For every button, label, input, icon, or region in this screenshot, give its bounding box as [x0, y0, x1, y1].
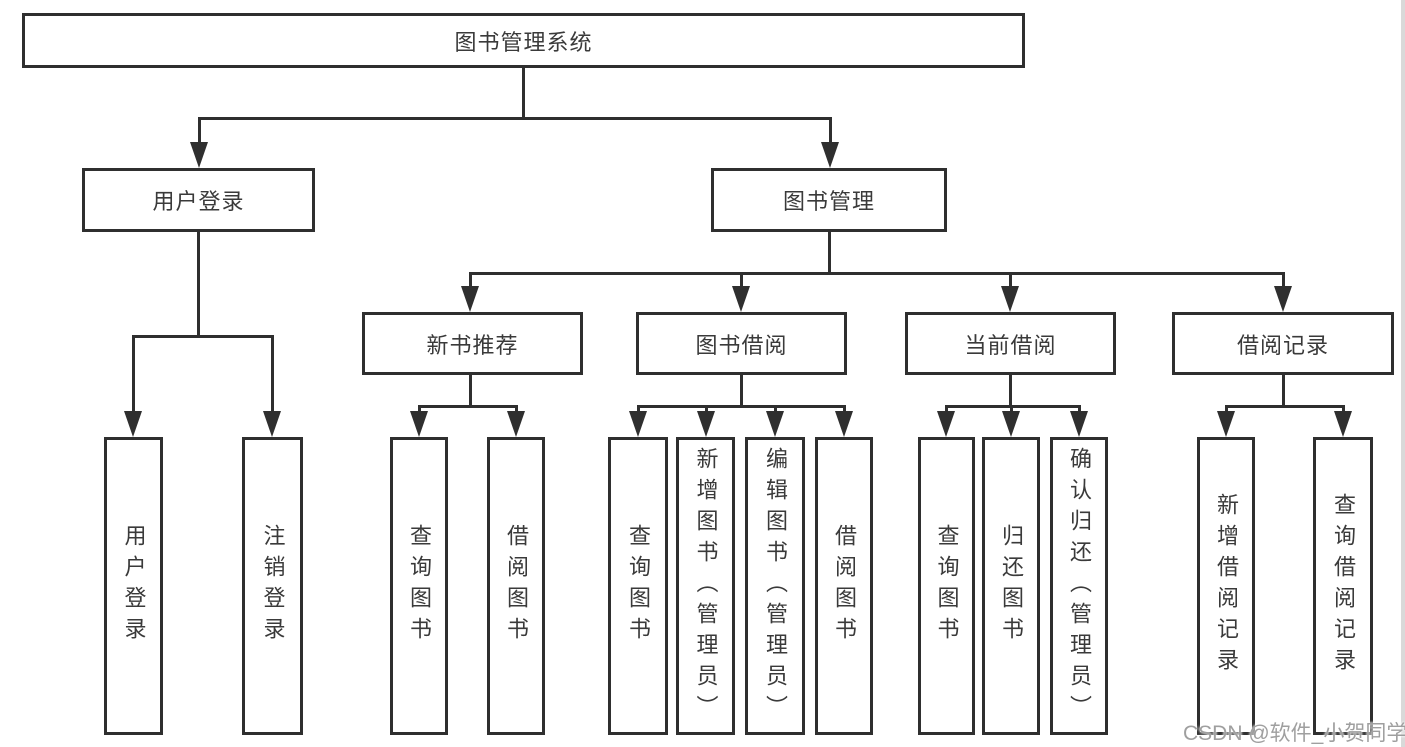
leaf-newbook-borrow: 借阅图书 — [487, 437, 545, 735]
connector-stem — [773, 405, 777, 415]
node-label: 借阅图书 — [832, 524, 857, 648]
leaf-newbook-query: 查询图书 — [390, 437, 448, 735]
connector-stem — [944, 405, 948, 415]
right-edge-strip — [1401, 0, 1405, 747]
connector-stem — [196, 232, 200, 338]
node-book-management: 图书管理 — [711, 168, 947, 232]
node-book-borrow: 图书借阅 — [636, 312, 847, 375]
node-new-book-recommend: 新书推荐 — [362, 312, 583, 375]
connector-stem — [468, 272, 472, 290]
connector-stem — [1281, 272, 1285, 290]
connector-bus — [468, 272, 1285, 275]
connector-stem — [197, 117, 201, 146]
connector-bus — [417, 405, 518, 408]
connector-bus — [1224, 405, 1345, 408]
connector-stem — [1077, 405, 1081, 415]
node-label: 用户登录 — [152, 189, 245, 214]
connector-stem — [1224, 405, 1228, 415]
arrowhead-down-icon — [507, 411, 525, 437]
connector-stem — [1341, 405, 1345, 415]
connector-stem — [1008, 272, 1012, 290]
connector-stem — [270, 335, 274, 415]
node-label: 图书借阅 — [695, 332, 788, 358]
connector-stem — [1008, 375, 1012, 408]
node-label: 借阅图书 — [504, 524, 529, 648]
connector-bus — [131, 335, 274, 338]
node-label: 查询图书 — [407, 524, 432, 648]
leaf-borrow-edit-admin: 编辑图书（管理员） — [745, 437, 805, 735]
connector-stem — [739, 375, 743, 408]
node-label: 图书管理 — [782, 189, 875, 214]
arrowhead-down-icon — [263, 411, 281, 437]
node-label: 注销登录 — [260, 524, 286, 648]
connector-stem — [827, 232, 831, 275]
arrowhead-down-icon — [1274, 286, 1292, 312]
leaf-current-query: 查询图书 — [918, 437, 975, 735]
arrowhead-down-icon — [937, 411, 955, 437]
connector-bus — [636, 405, 846, 408]
arrowhead-down-icon — [821, 142, 839, 168]
node-label: 新书推荐 — [426, 332, 519, 358]
arrowhead-down-icon — [766, 411, 784, 437]
connector-stem — [514, 405, 518, 415]
leaf-borrow-add-admin: 新增图书（管理员） — [676, 437, 735, 735]
connector-stem — [842, 405, 846, 415]
arrowhead-down-icon — [835, 411, 853, 437]
leaf-current-confirm-admin: 确认归还（管理员） — [1050, 437, 1108, 735]
node-label: 确认归还（管理员） — [1067, 446, 1092, 726]
node-borrow-records: 借阅记录 — [1172, 312, 1394, 375]
arrowhead-down-icon — [1070, 411, 1088, 437]
leaf-current-return: 归还图书 — [982, 437, 1040, 735]
leaf-record-query: 查询借阅记录 — [1313, 437, 1373, 735]
node-label: 借阅记录 — [1236, 332, 1329, 358]
connector-stem — [1009, 405, 1013, 415]
arrowhead-down-icon — [697, 411, 715, 437]
arrowhead-down-icon — [410, 411, 428, 437]
arrowhead-down-icon — [461, 286, 479, 312]
node-label: 图书管理系统 — [454, 29, 593, 55]
node-label: 查询图书 — [934, 524, 960, 648]
node-current-borrow: 当前借阅 — [905, 312, 1116, 375]
connector-stem — [704, 405, 708, 415]
connector-bus — [197, 117, 832, 120]
arrowhead-down-icon — [1002, 411, 1020, 437]
node-label: 当前借阅 — [964, 332, 1057, 358]
arrowhead-down-icon — [1217, 411, 1235, 437]
connector-stem — [828, 117, 832, 146]
node-label: 查询借阅记录 — [1331, 493, 1356, 679]
leaf-borrow-query: 查询图书 — [608, 437, 668, 735]
arrowhead-down-icon — [124, 411, 142, 437]
connector-bus — [944, 405, 1081, 408]
connector-stem — [739, 272, 743, 290]
leaf-borrow-book: 借阅图书 — [815, 437, 873, 735]
arrowhead-down-icon — [629, 411, 647, 437]
arrowhead-down-icon — [190, 142, 208, 168]
node-label: 编辑图书（管理员） — [763, 446, 788, 726]
leaf-logout: 注销登录 — [242, 437, 303, 735]
node-label: 新增借阅记录 — [1214, 493, 1239, 679]
node-label: 查询图书 — [626, 524, 651, 648]
connector-stem — [417, 405, 421, 415]
watermark: CSDN @软件_小贺同学 — [1183, 722, 1405, 745]
leaf-record-add: 新增借阅记录 — [1197, 437, 1255, 735]
connector-stem — [131, 335, 135, 415]
connector-stem — [636, 405, 640, 415]
connector-stem — [1281, 375, 1285, 408]
connector-stem — [521, 68, 525, 120]
arrowhead-down-icon — [1001, 286, 1019, 312]
node-library-system: 图书管理系统 — [22, 13, 1025, 68]
node-label: 用户登录 — [121, 524, 147, 648]
leaf-user-login: 用户登录 — [104, 437, 163, 735]
node-label: 新增图书（管理员） — [693, 446, 719, 726]
arrowhead-down-icon — [732, 286, 750, 312]
node-label: 归还图书 — [999, 524, 1024, 648]
node-user-login: 用户登录 — [82, 168, 315, 232]
arrowhead-down-icon — [1334, 411, 1352, 437]
connector-stem — [468, 375, 472, 408]
